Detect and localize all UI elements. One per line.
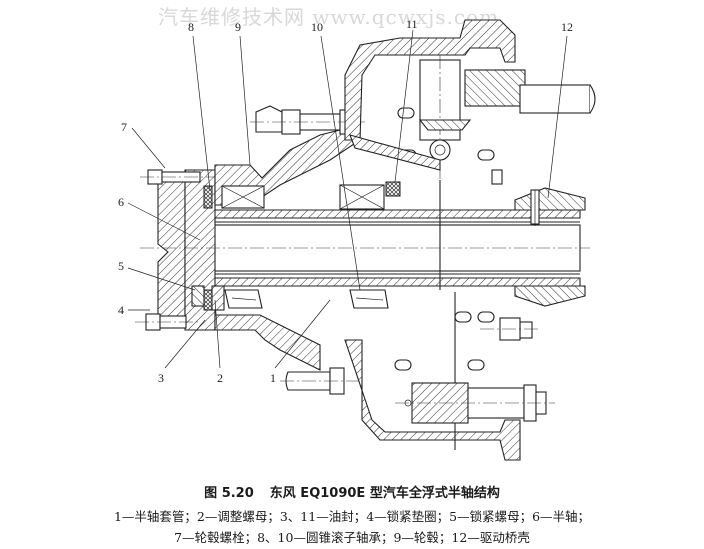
adjusting-nut: [211, 285, 225, 311]
brake-shoes: [349, 119, 472, 450]
brake-drum: [344, 19, 521, 461]
leader-lines: [127, 29, 568, 369]
callout-label-10: 10: [311, 20, 323, 34]
half-shaft-cross-section-drawing: 1 2 3 4 5 6 7 8 9 10 11 12: [118, 17, 596, 461]
callout-label-2: 2: [217, 371, 223, 385]
callout-label-12: 12: [561, 20, 573, 34]
figure-caption: 图 5.20 东风 EQ1090E 型汽车全浮式半轴结构: [0, 482, 704, 501]
bearing-outer-upper: [339, 184, 385, 210]
callout-label-6: 6: [118, 195, 124, 209]
hub-bolt-upper: [140, 169, 215, 185]
callout-label-8: 8: [188, 20, 194, 34]
bearing-inner-upper: [221, 185, 265, 209]
bearing-inner-lower: [224, 289, 263, 309]
callout-label-7: 7: [121, 120, 127, 134]
callout-label-1: 1: [270, 371, 276, 385]
lock-nut: [191, 285, 205, 307]
oil-seal-inner: [203, 289, 213, 311]
oil-seal-inner-upper: [203, 185, 213, 209]
callout-label-11: 11: [406, 17, 418, 31]
parts-legend-line-2: 7—轮毂螺栓；8、10—圆锥滚子轴承；9—轮毂；12—驱动桥壳: [174, 530, 530, 545]
wheel-stud-bottom: [280, 367, 360, 395]
figure-number: 图 5.20: [204, 486, 254, 501]
drive-axle-housing: [514, 187, 586, 307]
callout-label-9: 9: [235, 20, 241, 34]
parts-legend-line-1: 1—半轴套管；2—调整螺母；3、11—油封；4—锁紧垫圈；5—锁紧螺母；6—半轴…: [113, 509, 591, 524]
housing-bolts: [480, 169, 540, 341]
callout-label-3: 3: [158, 371, 164, 385]
oil-seal-outer: [385, 181, 401, 197]
callout-label-5: 5: [118, 259, 124, 273]
bearing-outer-lower: [349, 289, 389, 309]
hub-bolt-lower: [135, 313, 200, 331]
brake-anchor-pin: [395, 382, 555, 424]
figure-title: 东风 EQ1090E 型汽车全浮式半轴结构: [269, 486, 500, 501]
callout-label-4: 4: [118, 303, 124, 317]
watermark-text: 汽车维修技术网 www.qcwxjs.com: [158, 5, 500, 29]
